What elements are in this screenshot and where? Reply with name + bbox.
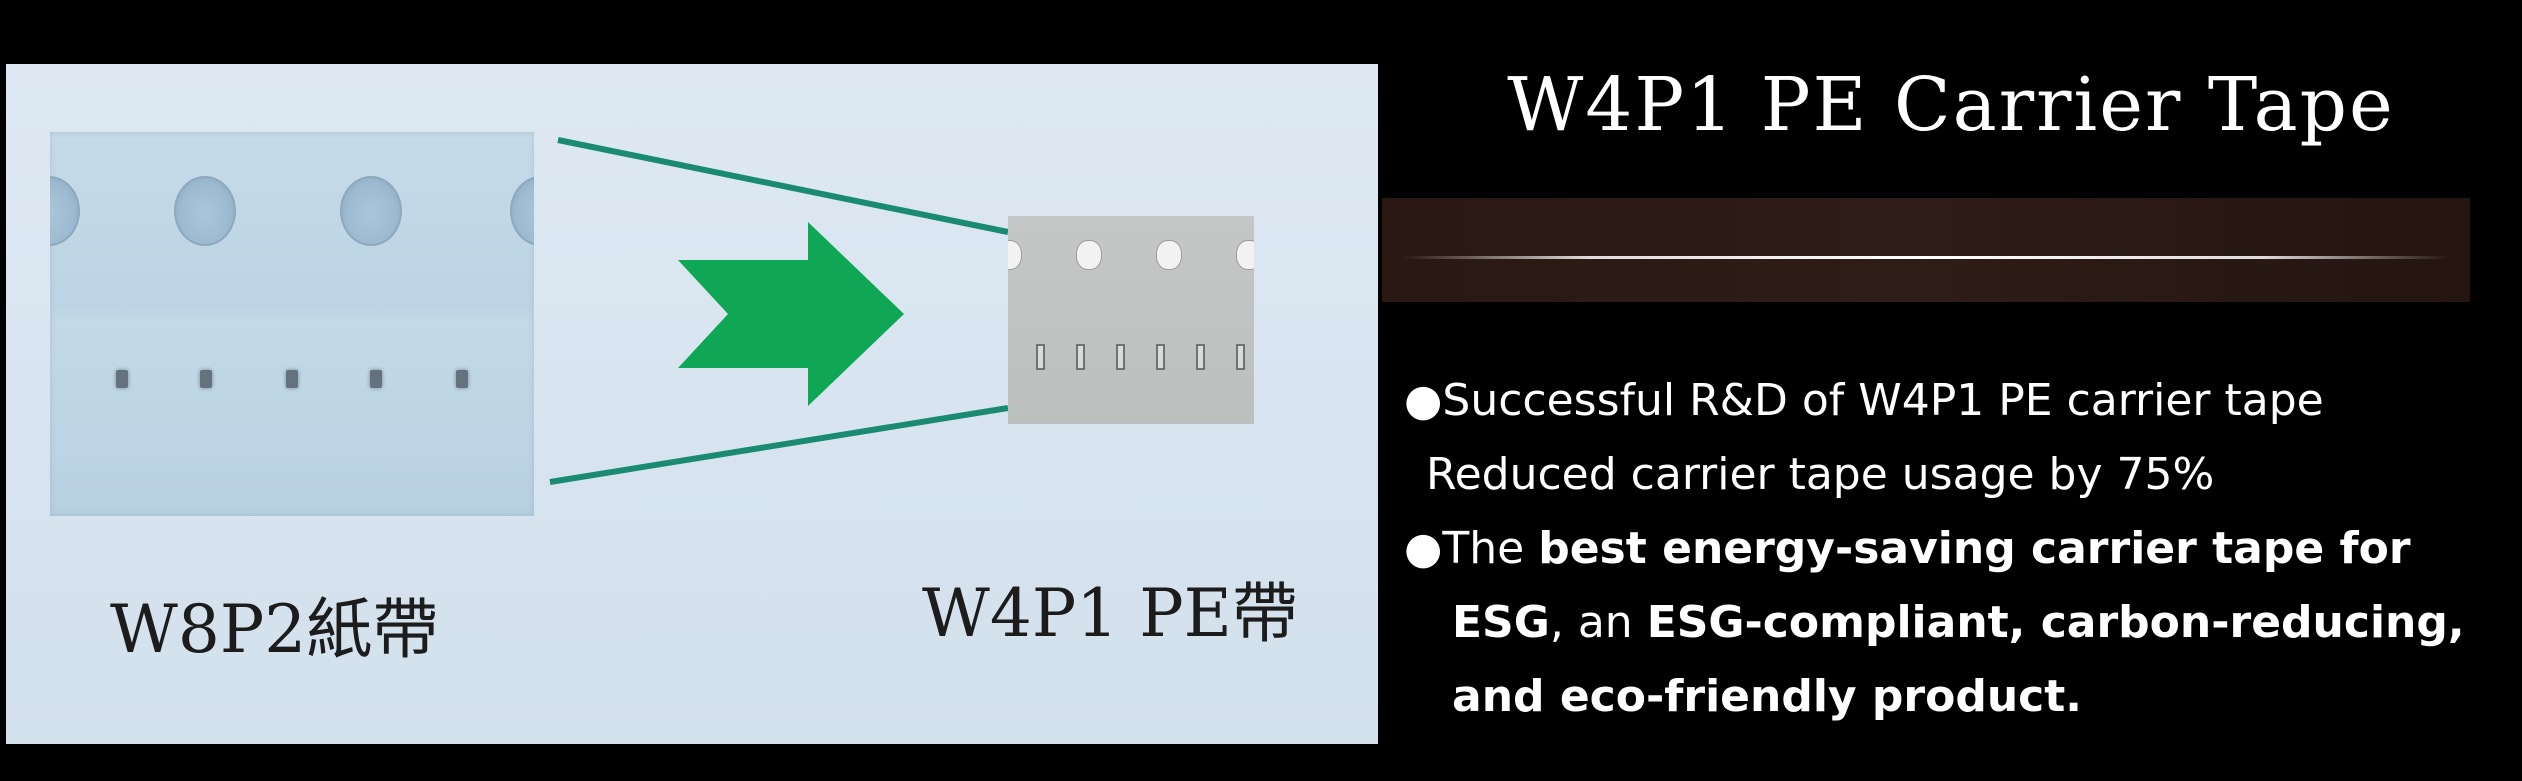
sprocket-hole: [1236, 240, 1254, 270]
product-photo: W8P2紙帶 W4P1 PE帶: [6, 64, 1378, 744]
bullet-2-line-3: and eco-friendly product.: [1404, 660, 2504, 734]
sprocket-hole: [1008, 240, 1022, 270]
paper-tape-image: [50, 132, 534, 516]
bullet-2-compliant: ESG-compliant, carbon-reducing,: [1646, 597, 2465, 648]
arrow-right-icon: [678, 222, 904, 406]
component-pocket: [1036, 344, 1045, 370]
bullet-2-eco: and eco-friendly product.: [1452, 671, 2082, 722]
component-pocket: [456, 370, 468, 388]
zoom-lines: [549, 137, 1009, 485]
bullet-1-line-2: Reduced carrier tape usage by 75%: [1426, 449, 2215, 500]
bullet-2-prefix: ●The: [1404, 523, 1539, 574]
component-pocket: [1116, 344, 1125, 370]
pe-tape-image: [1008, 216, 1254, 424]
zoom-line-top: [557, 137, 1009, 235]
bullet-1-line-1: ●Successful R&D of W4P1 PE carrier tape: [1404, 375, 2324, 426]
component-pocket: [286, 370, 298, 388]
divider-line: [1402, 256, 2450, 259]
sprocket-hole: [340, 176, 402, 246]
component-pocket: [1156, 344, 1165, 370]
component-pocket: [200, 370, 212, 388]
sprocket-hole: [174, 176, 236, 246]
component-pocket: [1076, 344, 1085, 370]
page-title: W4P1 PE Carrier Tape: [1507, 62, 2395, 148]
pe-tape-label: W4P1 PE帶: [922, 575, 1298, 652]
component-pocket: [116, 370, 128, 388]
sprocket-hole: [1076, 240, 1102, 270]
bullet-2-highlight: best energy-saving carrier tape for: [1538, 523, 2411, 574]
bullet-2-esg: ESG: [1452, 597, 1550, 648]
bullet-2-line-1: ●The best energy-saving carrier tape for: [1404, 512, 2504, 586]
component-pocket: [370, 370, 382, 388]
component-pocket: [1236, 344, 1245, 370]
divider-band: [1382, 198, 2470, 302]
bullet-2-line-2: ESG, an ESG-compliant, carbon-reducing,: [1404, 586, 2504, 660]
feature-list: ●Successful R&D of W4P1 PE carrier tape …: [1404, 364, 2504, 734]
zoom-line-bottom: [549, 405, 1009, 485]
paper-tape-label: W8P2紙帶: [110, 591, 439, 668]
component-pocket: [1196, 344, 1205, 370]
sprocket-hole: [1156, 240, 1182, 270]
bullet-2-mid: , an: [1549, 597, 1647, 648]
